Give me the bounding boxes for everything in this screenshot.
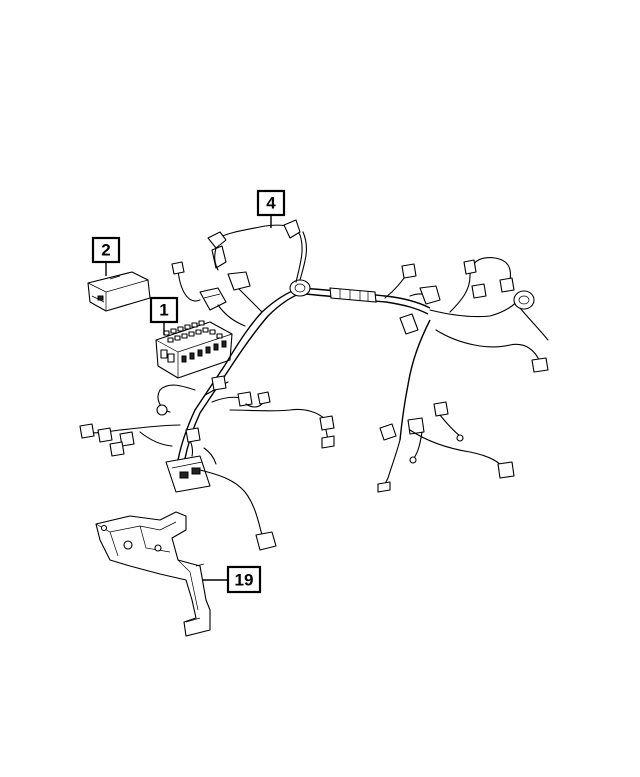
mounting-bracket[interactable] bbox=[95, 511, 211, 637]
fuse-relay-block[interactable] bbox=[155, 320, 233, 379]
callout-1[interactable]: 1 bbox=[149, 296, 179, 324]
callout-4-label: 4 bbox=[266, 194, 276, 213]
callout-19[interactable]: 19 bbox=[226, 565, 262, 594]
callout-2-label: 2 bbox=[101, 241, 110, 260]
callout-4[interactable]: 4 bbox=[256, 189, 286, 217]
callout-1-label: 1 bbox=[159, 301, 168, 320]
callout-2[interactable]: 2 bbox=[91, 236, 121, 264]
fuse-grid bbox=[160, 320, 227, 363]
fuse-block-cover[interactable] bbox=[87, 271, 151, 312]
instrument-panel-wiring-harness[interactable] bbox=[79, 219, 549, 551]
callout-19-label: 19 bbox=[235, 571, 254, 590]
cover-latch-icon bbox=[97, 295, 104, 301]
